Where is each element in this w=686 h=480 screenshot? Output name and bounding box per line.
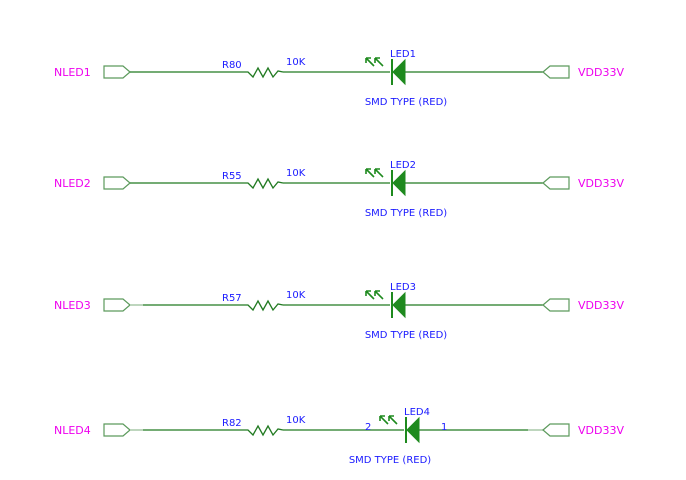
light-arrow-icon bbox=[374, 290, 384, 300]
resistor-icon[interactable] bbox=[242, 66, 284, 79]
pin-number-right: 1 bbox=[441, 422, 447, 433]
led-ref-label: LED2 bbox=[390, 160, 416, 171]
led-description-label: SMD TYPE (RED) bbox=[349, 455, 431, 466]
led-icon[interactable] bbox=[406, 416, 420, 444]
left-net-label: NLED3 bbox=[54, 299, 91, 312]
resistor-value-label: 10K bbox=[286, 57, 306, 68]
light-arrow-icon bbox=[388, 415, 398, 425]
left-port-icon[interactable] bbox=[103, 298, 131, 312]
resistor-icon[interactable] bbox=[242, 177, 284, 190]
left-port-icon[interactable] bbox=[103, 423, 131, 437]
pin-number-left: 2 bbox=[365, 422, 371, 433]
led-description-label: SMD TYPE (RED) bbox=[365, 330, 447, 341]
led-description-label: SMD TYPE (RED) bbox=[365, 208, 447, 219]
resistor-ref-label: R80 bbox=[222, 60, 242, 71]
resistor-value-label: 10K bbox=[286, 168, 306, 179]
right-port-icon[interactable] bbox=[542, 298, 570, 312]
resistor-icon[interactable] bbox=[242, 424, 284, 437]
right-port-icon[interactable] bbox=[542, 176, 570, 190]
right-net-label: VDD33V bbox=[578, 66, 624, 79]
right-net-label: VDD33V bbox=[578, 424, 624, 437]
right-port-icon[interactable] bbox=[542, 423, 570, 437]
resistor-ref-label: R57 bbox=[222, 293, 242, 304]
led-description-label: SMD TYPE (RED) bbox=[365, 97, 447, 108]
right-net-label: VDD33V bbox=[578, 299, 624, 312]
led-icon[interactable] bbox=[392, 58, 406, 86]
resistor-ref-label: R55 bbox=[222, 171, 242, 182]
led-ref-label: LED3 bbox=[390, 282, 416, 293]
light-arrow-icon bbox=[365, 290, 375, 300]
left-net-label: NLED1 bbox=[54, 66, 91, 79]
right-port-icon[interactable] bbox=[542, 65, 570, 79]
left-net-label: NLED4 bbox=[54, 424, 91, 437]
resistor-icon[interactable] bbox=[242, 299, 284, 312]
resistor-ref-label: R82 bbox=[222, 418, 242, 429]
light-arrow-icon bbox=[379, 415, 389, 425]
left-net-label: NLED2 bbox=[54, 177, 91, 190]
left-port-icon[interactable] bbox=[103, 65, 131, 79]
led-ref-label: LED1 bbox=[390, 49, 416, 60]
light-arrow-icon bbox=[365, 168, 375, 178]
light-arrow-icon bbox=[365, 57, 375, 67]
light-arrow-icon bbox=[374, 57, 384, 67]
light-arrow-icon bbox=[374, 168, 384, 178]
led-ref-label: LED4 bbox=[404, 407, 430, 418]
led-icon[interactable] bbox=[392, 169, 406, 197]
led-icon[interactable] bbox=[392, 291, 406, 319]
right-net-label: VDD33V bbox=[578, 177, 624, 190]
resistor-value-label: 10K bbox=[286, 415, 306, 426]
resistor-value-label: 10K bbox=[286, 290, 306, 301]
left-port-icon[interactable] bbox=[103, 176, 131, 190]
